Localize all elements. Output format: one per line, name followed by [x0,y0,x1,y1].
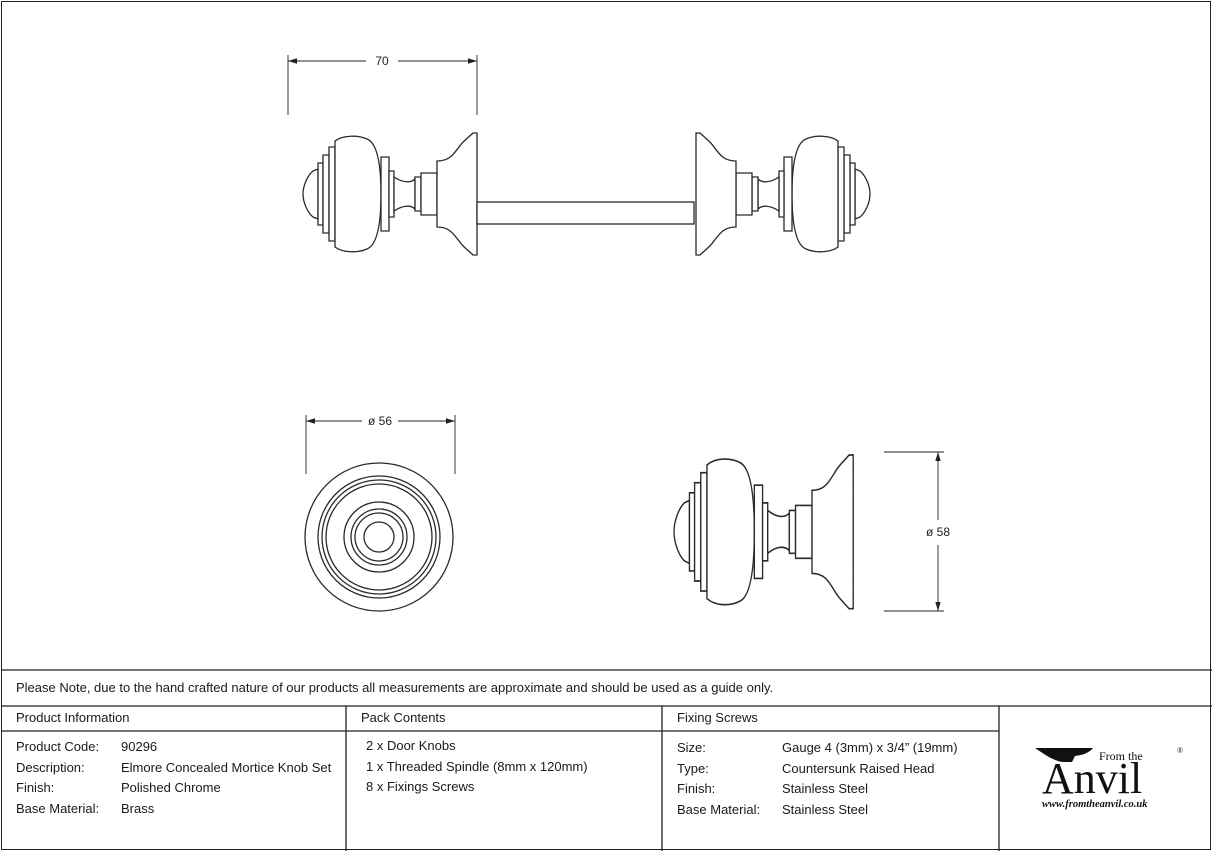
fixing-screws-header: Fixing Screws [677,710,758,725]
fixing-screws-labels: Size: Type: Finish: Base Material: [677,738,760,820]
product-code-label: Product Code: [16,739,100,754]
knob-diameter-dimension [884,451,944,612]
front-view [304,462,454,612]
product-code-value: 90296 [121,739,158,754]
fixing-screws-values: Gauge 4 (3mm) x 3/4” (19mm) Countersunk … [782,738,958,820]
base-material-label: Base Material: [16,800,100,816]
rose-diameter-dimension [305,415,456,474]
pack-item: 2 x Door Knobs [366,738,456,753]
width-dimension [287,55,478,115]
assembled-side-view [302,132,871,256]
logo-from-the: From the [1099,749,1143,763]
knob-diameter-label: ø 58 [926,525,950,539]
description-label: Description: [16,759,85,775]
finish-value: Polished Chrome [121,780,221,795]
screw-size-value: Gauge 4 (3mm) x 3/4” (19mm) [782,740,958,755]
description-value: Elmore Concealed Mortice Knob Set [121,759,332,775]
screw-material-value: Stainless Steel [782,801,868,817]
base-material-value: Brass [121,800,155,816]
logo-registered: ® [1177,746,1183,755]
pack-item: 8 x Fixings Screws [366,779,475,794]
finish-label: Finish: [16,780,55,795]
screw-material-label: Base Material: [677,801,761,817]
pack-item: 1 x Threaded Spindle (8mm x 120mm) [366,758,588,774]
anvil-logo: From the ® Anvil www.fromtheanvil.co.uk [1035,746,1183,810]
spindle [476,201,695,225]
screw-type-value: Countersunk Raised Head [782,760,935,776]
pack-contents-list: 2 x Door Knobs 1 x Threaded Spindle (8mm… [366,736,588,798]
pack-contents-header: Pack Contents [361,710,446,725]
logo-brand: Anvil [1042,754,1142,803]
product-info-values: 90296 Elmore Concealed Mortice Knob Set … [121,737,331,819]
width-dimension-label: 70 [375,54,389,68]
product-info-header: Product Information [16,710,130,725]
logo-url: www.fromtheanvil.co.uk [1042,799,1148,810]
screw-finish-value: Stainless Steel [782,781,868,796]
rose-diameter-label: ø 56 [368,414,392,428]
anvil-icon [1035,748,1093,762]
screw-size-label: Size: [677,740,706,755]
screw-finish-label: Finish: [677,781,716,796]
screw-type-label: Type: [677,760,709,776]
info-table-grid [1,669,1212,851]
product-info-labels: Product Code: Description: Finish: Base … [16,737,99,819]
measurement-note: Please Note, due to the hand crafted nat… [16,680,774,695]
